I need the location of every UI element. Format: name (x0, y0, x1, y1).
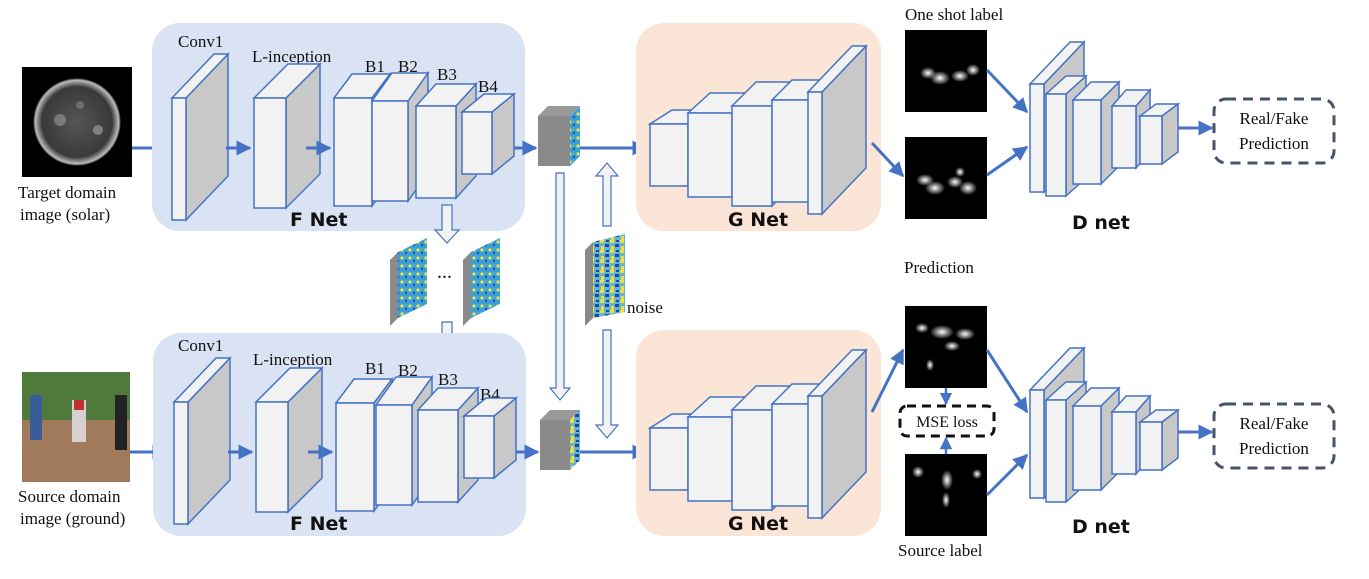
output-bottom-line2: Prediction (1239, 439, 1309, 458)
output-top-line1: Real/Fake (1240, 109, 1309, 128)
source-label-image (905, 454, 987, 536)
arrow-gnet-to-prediction-top (870, 141, 905, 178)
target-caption-line2: image (solar) (20, 205, 110, 224)
fnet-bottom-label-b1: B1 (365, 359, 385, 378)
hollow-arrow-noise-up (594, 162, 620, 227)
output-box-top (1212, 97, 1336, 165)
output-box-bottom (1212, 402, 1336, 470)
arrow-prediction-to-dnet-top (986, 145, 1029, 177)
target-caption-line1: Target domain (18, 183, 117, 202)
arrow-prediction-to-dnet-bottom (985, 349, 1029, 414)
dnet-bottom-title: D net (1072, 516, 1130, 538)
output-bottom-line1: Real/Fake (1240, 414, 1309, 433)
dnet-bottom-layer-box-3 (1071, 386, 1121, 492)
feature-cube-top (538, 106, 580, 166)
fnet-top-label-b2: B2 (398, 57, 418, 76)
fnet-top-label-conv1: Conv1 (178, 32, 223, 51)
noise-map (585, 234, 625, 326)
hollow-arrow-fnet-to-features (433, 204, 461, 244)
dnet-top-layer-box-5 (1137, 102, 1181, 166)
dnet-top-title: D net (1072, 212, 1130, 234)
solar-input-image (22, 67, 132, 177)
hollow-arrow-noise-down (594, 329, 620, 439)
fnet-bottom-label-b2: B2 (398, 361, 418, 380)
top-prediction-image (905, 137, 987, 219)
fnet-top-label-b3: B3 (437, 65, 457, 84)
fnet-top-layer-box-6 (459, 92, 517, 176)
source-caption-line1: Source domain (18, 487, 121, 506)
one-shot-label-caption: One shot label (905, 5, 1003, 24)
one-shot-label-image (905, 30, 987, 112)
fnet-top-title: F Net (290, 209, 347, 231)
bottom-branch: Source domain image (ground) Conv1 L-inc… (18, 258, 1336, 560)
gnet-top-title: G Net (728, 209, 788, 231)
output-top-line2: Prediction (1239, 134, 1309, 153)
arrow-source-label-to-dnet-bottom (985, 453, 1029, 497)
fnet-top-label-b4: B4 (478, 77, 498, 96)
arrow-label-to-dnet-top (985, 68, 1029, 114)
baseball-input-image (22, 372, 130, 482)
fnet-bottom-title: F Net (290, 513, 347, 535)
source-caption-line2: image (ground) (20, 509, 125, 528)
noise-label: noise (627, 298, 663, 317)
feature-cube-bottom (540, 410, 580, 470)
bottom-prediction-image (905, 306, 987, 388)
shared-feature-map-2 (463, 238, 500, 326)
source-label-caption: Source label (898, 541, 983, 560)
middle-section: ... noise (390, 162, 663, 439)
shared-feature-map-1 (390, 238, 427, 326)
fnet-bottom-label-conv1: Conv1 (178, 336, 223, 355)
fnet-bottom-label-linception: L-inception (253, 350, 333, 369)
hollow-arrow-feature-top-to-bottom (548, 172, 572, 401)
fnet-bottom-label-b3: B3 (438, 370, 458, 389)
fnet-top-layer-box-1 (170, 52, 230, 222)
gnet-bottom-layer-box-5 (806, 348, 868, 520)
top-branch: Target domain image (solar) Conv1 L-ince… (18, 5, 1336, 234)
arrow-gnet-to-prediction-bottom (870, 348, 905, 413)
mse-loss-label: MSE loss (916, 414, 978, 431)
fnet-bottom-layer-box-1 (172, 356, 232, 526)
gnet-top-layer-box-5 (806, 44, 868, 216)
ellipsis: ... (437, 261, 452, 283)
prediction-caption: Prediction (904, 258, 974, 277)
fnet-top-label-linception: L-inception (252, 47, 332, 66)
dnet-bottom-layer-box-5 (1137, 408, 1181, 472)
fnet-bottom-layer-box-2 (254, 366, 324, 514)
fnet-bottom-layer-box-6 (461, 396, 519, 480)
gnet-bottom-title: G Net (728, 513, 788, 535)
mse-loss-box (898, 404, 996, 438)
fnet-top-layer-box-2 (252, 62, 322, 210)
fnet-top-label-b1: B1 (365, 57, 385, 76)
